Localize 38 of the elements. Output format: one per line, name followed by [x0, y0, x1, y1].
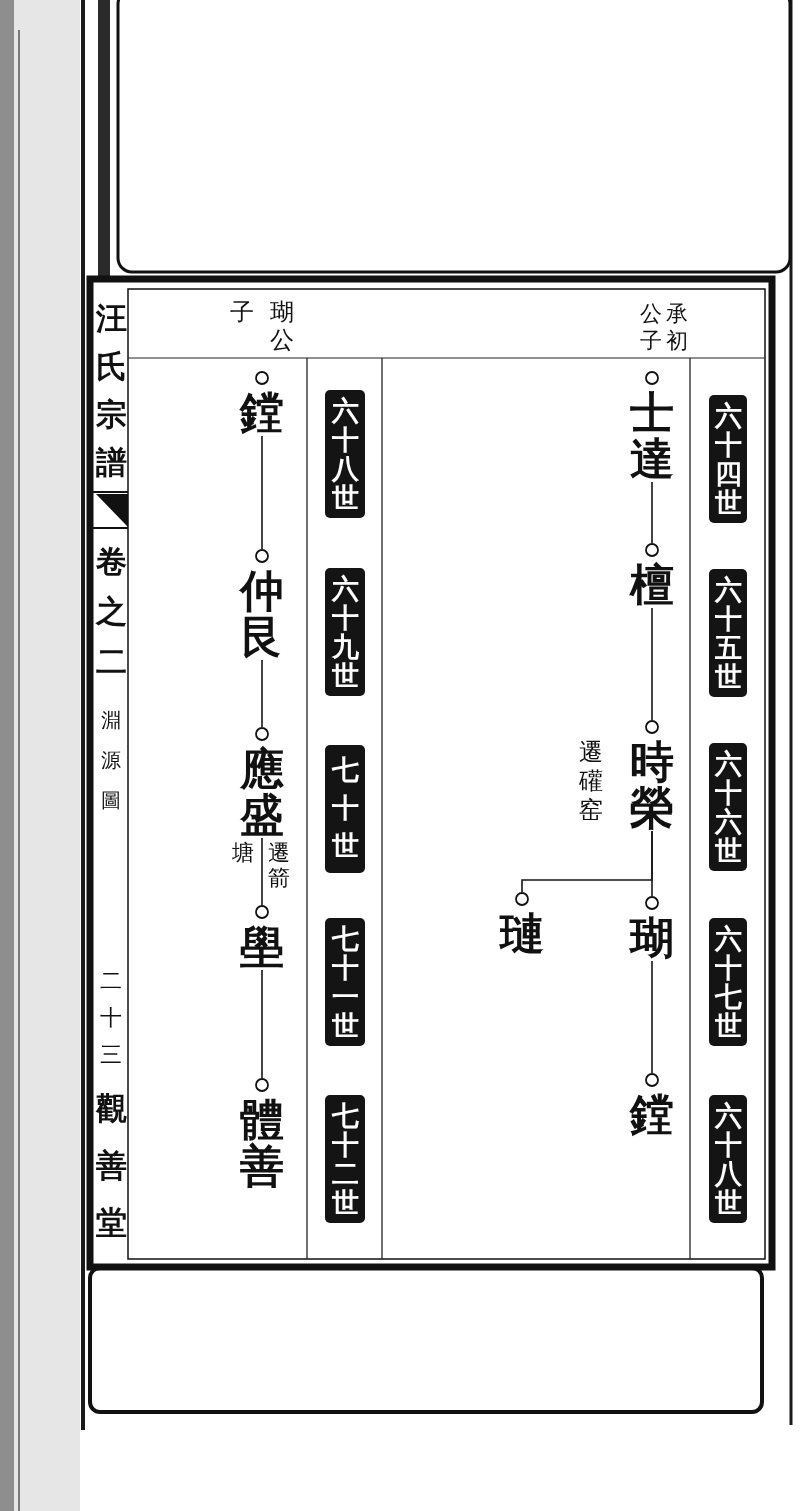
- generation-tag: 六十九世: [325, 568, 365, 696]
- name-text: 應盛: [239, 746, 285, 838]
- name-text: 瑚: [629, 915, 675, 961]
- page-number: 二十三: [99, 967, 123, 1069]
- generation-tag: 七十二世: [325, 1095, 365, 1223]
- generation-tag: 六十五世: [709, 569, 747, 697]
- name-text: 士達: [629, 390, 675, 482]
- connector-line: [651, 960, 653, 1074]
- name-text: 檀: [629, 562, 675, 608]
- book-title: 汪氏宗譜: [94, 299, 128, 482]
- connector-line: [261, 435, 263, 550]
- generation-tag: 七十一世: [325, 918, 365, 1046]
- hall-name: 觀善堂: [94, 1089, 128, 1242]
- connector-line: [521, 830, 653, 893]
- connector-line: [261, 659, 263, 728]
- generation-tag: 六十七世: [709, 918, 747, 1046]
- section-label: 淵源圖: [100, 707, 122, 814]
- name-text: 時榮: [629, 739, 675, 831]
- name-text: 仲艮: [239, 568, 285, 660]
- connector-line: [261, 837, 263, 906]
- connector-line: [651, 481, 653, 544]
- name-text: 體善: [239, 1097, 285, 1189]
- generation-tag: 六十八世: [325, 390, 365, 518]
- column-heading: 瑚公子: [230, 298, 294, 354]
- generation-tag: 六十八世: [709, 1095, 747, 1223]
- name-text: 壆: [239, 924, 285, 970]
- column-heading: 承初公子: [640, 300, 688, 354]
- volume-label: 卷之二: [94, 542, 128, 681]
- generation-tag: 六十六世: [709, 743, 747, 871]
- note-text: 遷箭塘: [232, 840, 290, 890]
- name-text: 璉: [499, 911, 545, 957]
- name-text: 鏜: [239, 390, 285, 436]
- note-text: 遷礶窑: [578, 738, 604, 825]
- connector-line: [651, 607, 653, 721]
- generation-tag: 六十四世: [709, 395, 747, 523]
- generation-tag: 七十世: [325, 745, 365, 873]
- name-text: 鏜: [629, 1092, 675, 1138]
- connector-line: [261, 969, 263, 1079]
